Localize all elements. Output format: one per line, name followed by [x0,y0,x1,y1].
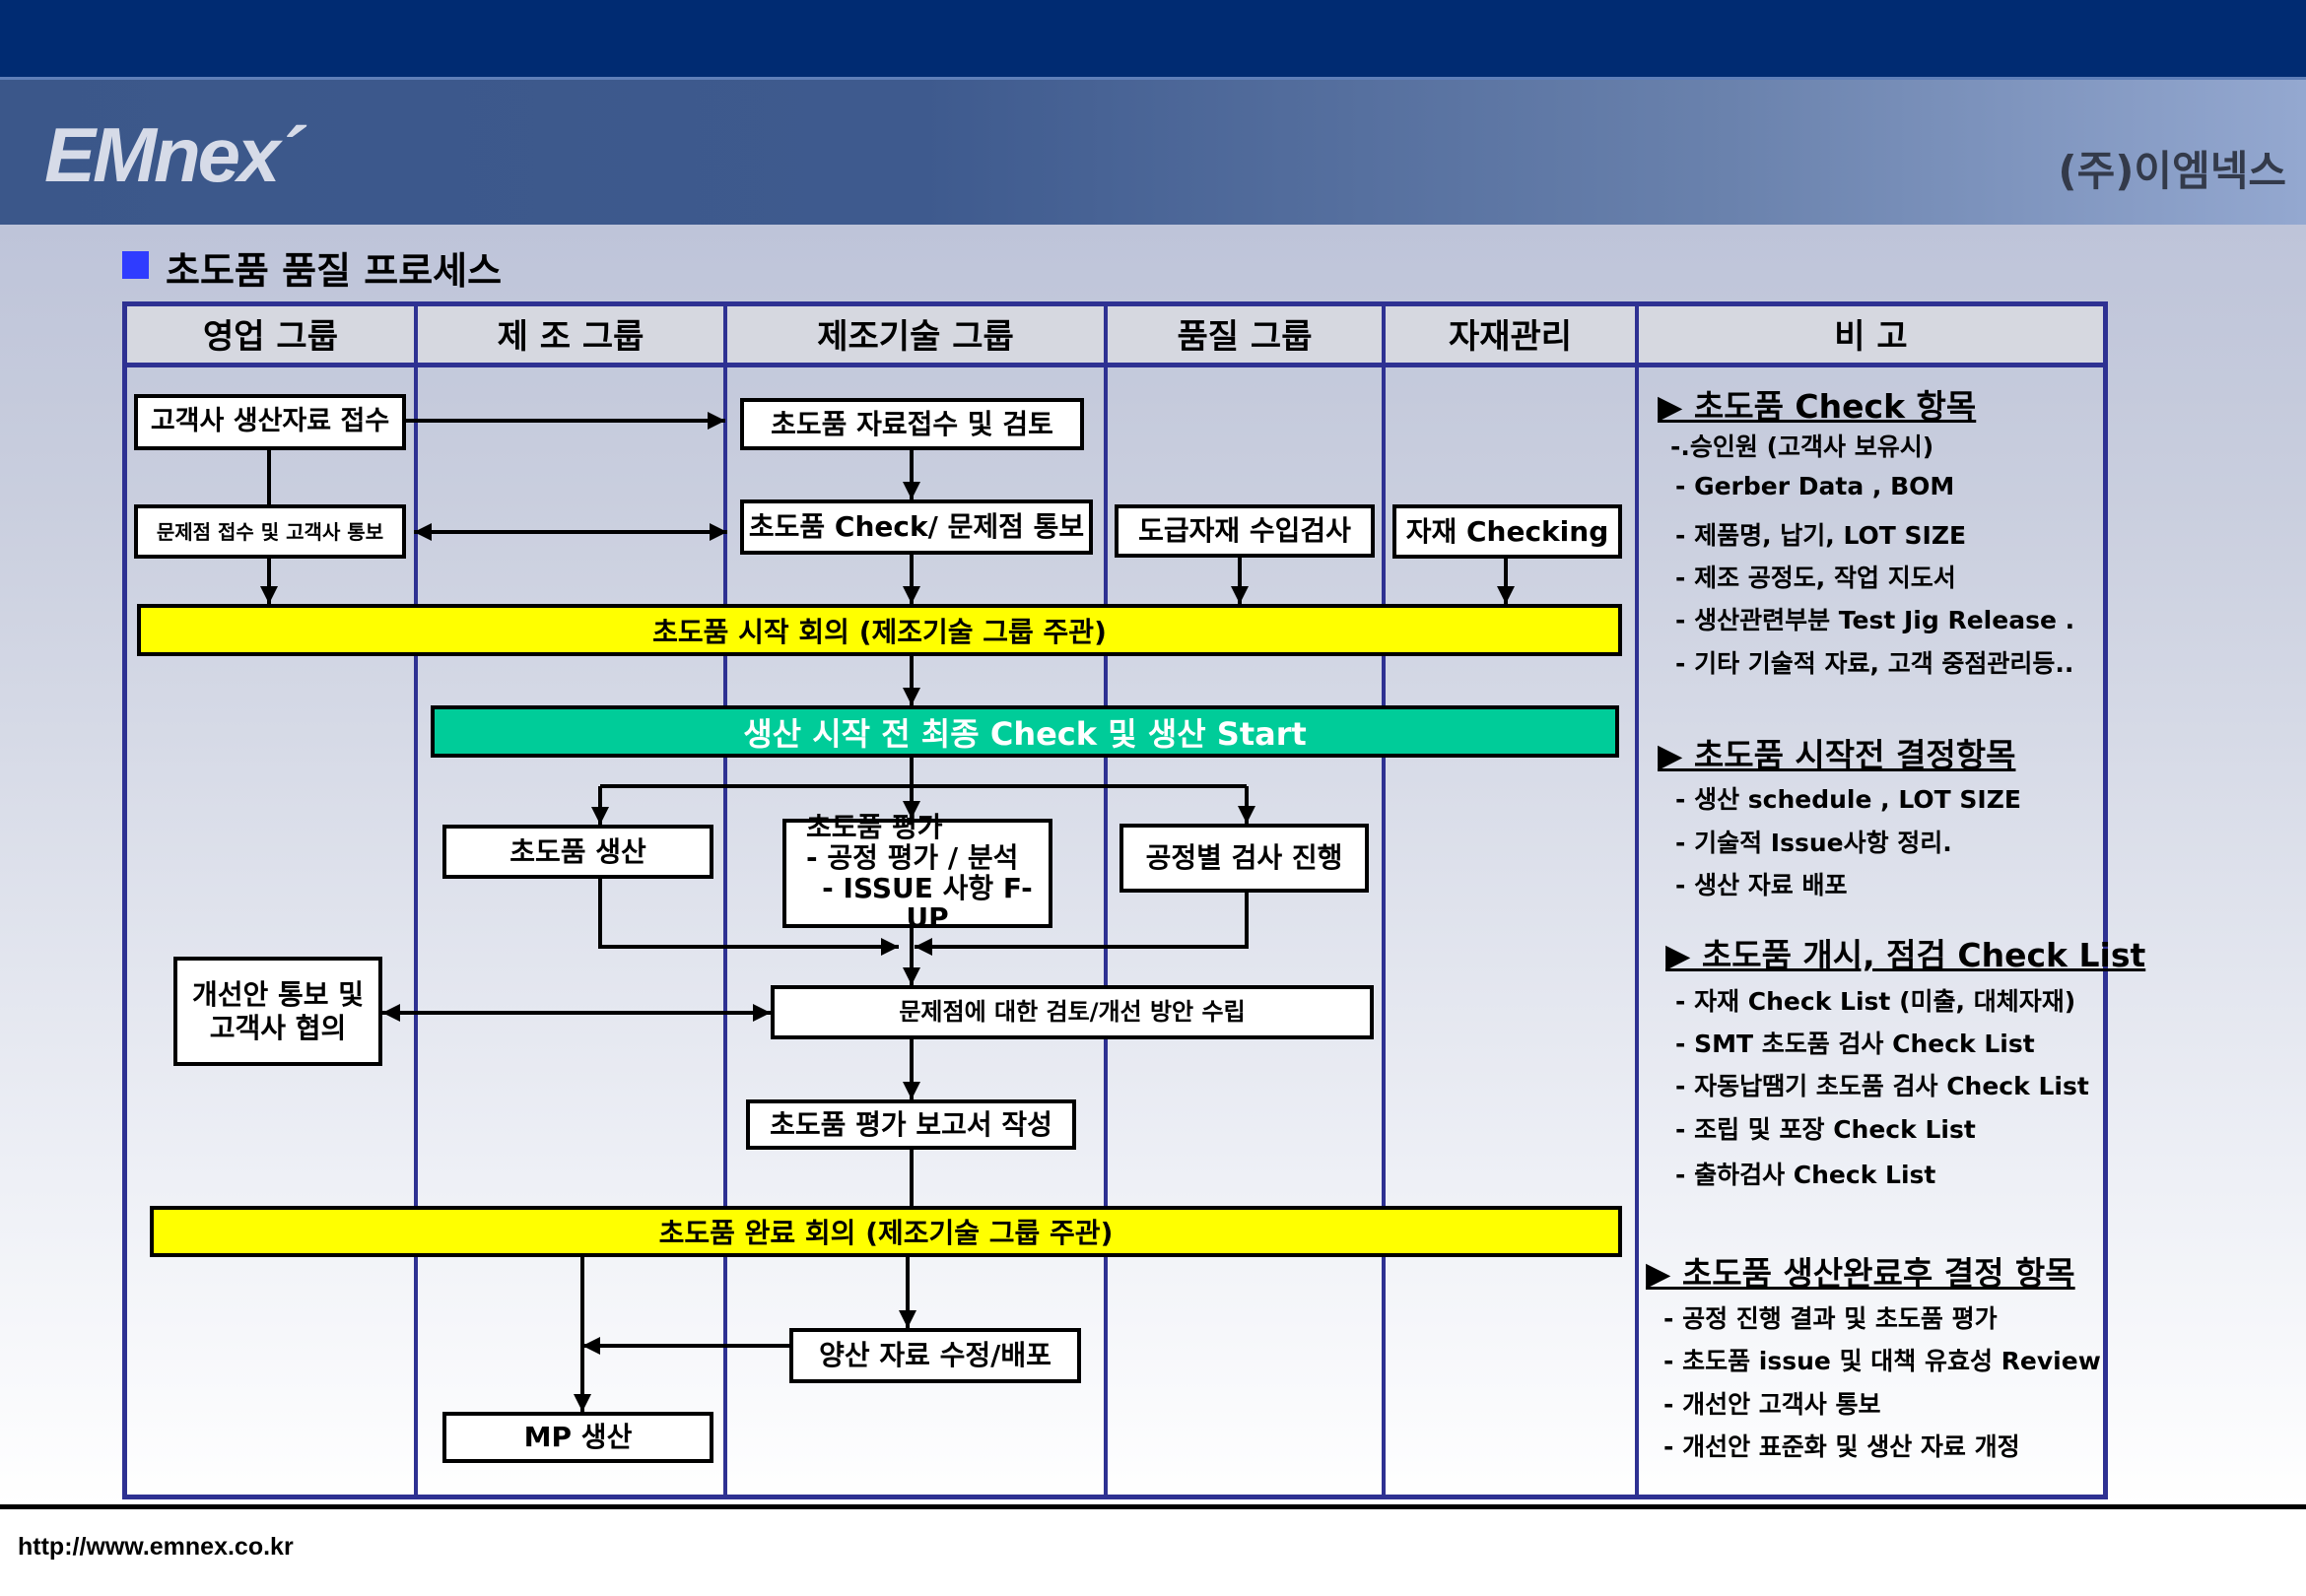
column-header-sales: 영업 그룹 [203,317,338,357]
bar-start-meeting: 초도품 시작 회의 (제조기술 그룹 주관) [137,604,1622,656]
note-item: -.승인원 (고객사 보유시) [1670,432,1934,461]
eval-line: - ISSUE 사항 F-UP [822,871,1033,935]
box-review-data: 초도품 자료접수 및 검토 [740,398,1084,450]
note-item: - 개선안 표준화 및 생산 자료 개정 [1663,1432,2020,1461]
column-header-mfg-engineering: 제조기술 그룹 [817,317,1014,357]
box-material-checking: 자재 Checking [1392,504,1622,559]
note-item: - 제품명, 납기, LOT SIZE [1675,521,1967,550]
arrow [598,879,899,956]
note-heading: ▶ 초도품 개시, 점검 Check List [1665,936,2146,974]
note-item: - 개선안 고객사 통보 [1663,1390,1881,1419]
box-evaluation-report: 초도품 평가 보고서 작성 [746,1099,1076,1150]
eval-title: 초도품 평가 [806,810,943,843]
note-item: - 공정 진행 결과 및 초도품 평가 [1663,1304,1998,1333]
box-mp-production: MP 생산 [442,1412,713,1463]
header-banner [0,77,2306,225]
column-divider [723,306,727,1495]
table-header-row [127,306,2103,367]
column-header-materials: 자재관리 [1448,317,1573,357]
note-item: - SMT 초도품 검사 Check List [1675,1030,2035,1058]
top-band [0,0,2306,77]
note-item: - 초도품 issue 및 대책 유효성 Review [1663,1347,2101,1375]
note-item: - 제조 공정도, 작업 지도서 [1675,564,1956,592]
footer-url[interactable]: http://www.emnex.co.kr [18,1533,294,1561]
box-check-notify: 초도품 Check/ 문제점 통보 [740,499,1093,555]
note-item: - 자재 Check List (미출, 대체자재) [1675,987,2076,1016]
title-bullet-icon [122,251,149,279]
box-review-improvement: 문제점에 대한 검토/개선 방안 수립 [771,985,1374,1039]
note-heading: ▶ 초도품 시작전 결정항목 [1658,736,2016,774]
box-line: 개선안 통보 및 [191,977,365,1011]
column-divider [1104,306,1108,1495]
note-item: - 생산 schedule , LOT SIZE [1675,785,2021,814]
column-divider [1635,306,1639,1495]
note-item: - 기술적 Issue사항 정리. [1675,829,1952,857]
process-table [122,301,2108,1499]
column-header-manufacturing: 제 조 그룹 [497,317,644,357]
company-name: (주)이엠넥스 [2058,147,2286,195]
eval-line: - 공정 평가 / 분석 [806,840,1019,874]
bar-final-check: 생산 시작 전 최종 Check 및 생산 Start [431,705,1619,758]
note-item: - 기타 기술적 자료, 고객 중점관리등.. [1675,649,2074,678]
bar-complete-meeting: 초도품 완료 회의 (제조기술 그룹 주관) [150,1206,1622,1257]
arrow [915,893,1249,956]
column-header-quality: 품질 그룹 [1177,317,1313,357]
box-mass-production-data: 양산 자료 수정/배포 [789,1328,1081,1383]
box-line: 고객사 협의 [209,1011,347,1044]
box-issue-notify-customer: 문제점 접수 및 고객사 통보 [134,504,406,559]
note-item: - 출하검사 Check List [1675,1161,1936,1189]
box-process-inspection: 공정별 검사 진행 [1119,824,1369,893]
page-title: 초도품 품질 프로세스 [166,249,503,293]
box-receive-customer-data: 고객사 생산자료 접수 [134,394,406,450]
column-divider [1382,306,1386,1495]
note-item: - 생산관련부분 Test Jig Release . [1675,606,2075,634]
note-item: - 자동납땜기 초도품 검사 Check List [1675,1072,2089,1100]
box-incoming-inspection: 도급자재 수입검사 [1115,504,1375,558]
note-item: - Gerber Data , BOM [1675,472,1955,500]
note-heading: ▶ 초도품 생산완료후 결정 항목 [1646,1254,2075,1293]
emnex-logo: EMnex´ [44,111,303,198]
note-item: - 생산 자료 배포 [1675,871,1848,899]
footer-divider [0,1504,2306,1509]
note-item: - 조립 및 포장 Check List [1675,1115,1976,1144]
column-divider [414,306,418,1495]
column-header-remarks: 비 고 [1834,317,1908,357]
box-improvement-consult: 개선안 통보 및 고객사 협의 [173,957,382,1066]
box-production: 초도품 생산 [442,825,713,879]
box-evaluation: 초도품 평가 - 공정 평가 / 분석 - ISSUE 사항 F-UP [782,812,1052,933]
note-heading: ▶ 초도품 Check 항목 [1658,387,1977,426]
